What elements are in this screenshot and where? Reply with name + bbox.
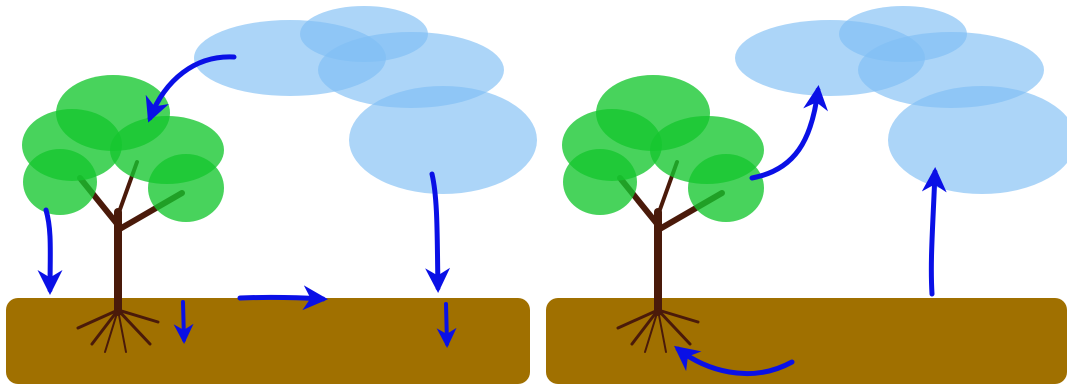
arrow-infiltration-2	[436, 302, 457, 348]
flow-arrows-right	[674, 85, 947, 377]
right-panel	[546, 6, 1067, 384]
leaf-cluster	[148, 154, 224, 222]
flow-arrows-left	[37, 54, 457, 348]
cloud-group-right	[735, 6, 1067, 194]
left-panel	[6, 6, 537, 384]
leaf-cluster	[563, 149, 637, 215]
leaf-cluster	[23, 149, 97, 215]
tree-trunk-left	[76, 160, 185, 353]
arrow-surface-runoff	[237, 285, 328, 311]
tree-canopy-right	[562, 75, 764, 222]
leaf-cluster	[688, 154, 764, 222]
tree-canopy-left	[22, 75, 224, 222]
arrow-transpiration	[749, 85, 829, 181]
arrow-cloud-to-canopy	[145, 54, 237, 123]
soil-ground-right	[546, 298, 1067, 384]
cloud-puff	[349, 86, 537, 194]
cloud-group-left	[194, 6, 537, 194]
soil-ground-left	[6, 298, 530, 384]
arrow-infiltration-1	[173, 300, 194, 344]
cloud-puff	[888, 86, 1067, 194]
arrow-cloud-to-ground	[425, 171, 451, 293]
arrow-canopy-drip	[37, 207, 63, 295]
arrow-root-uptake	[674, 345, 795, 377]
arrow-evaporation	[921, 167, 947, 297]
